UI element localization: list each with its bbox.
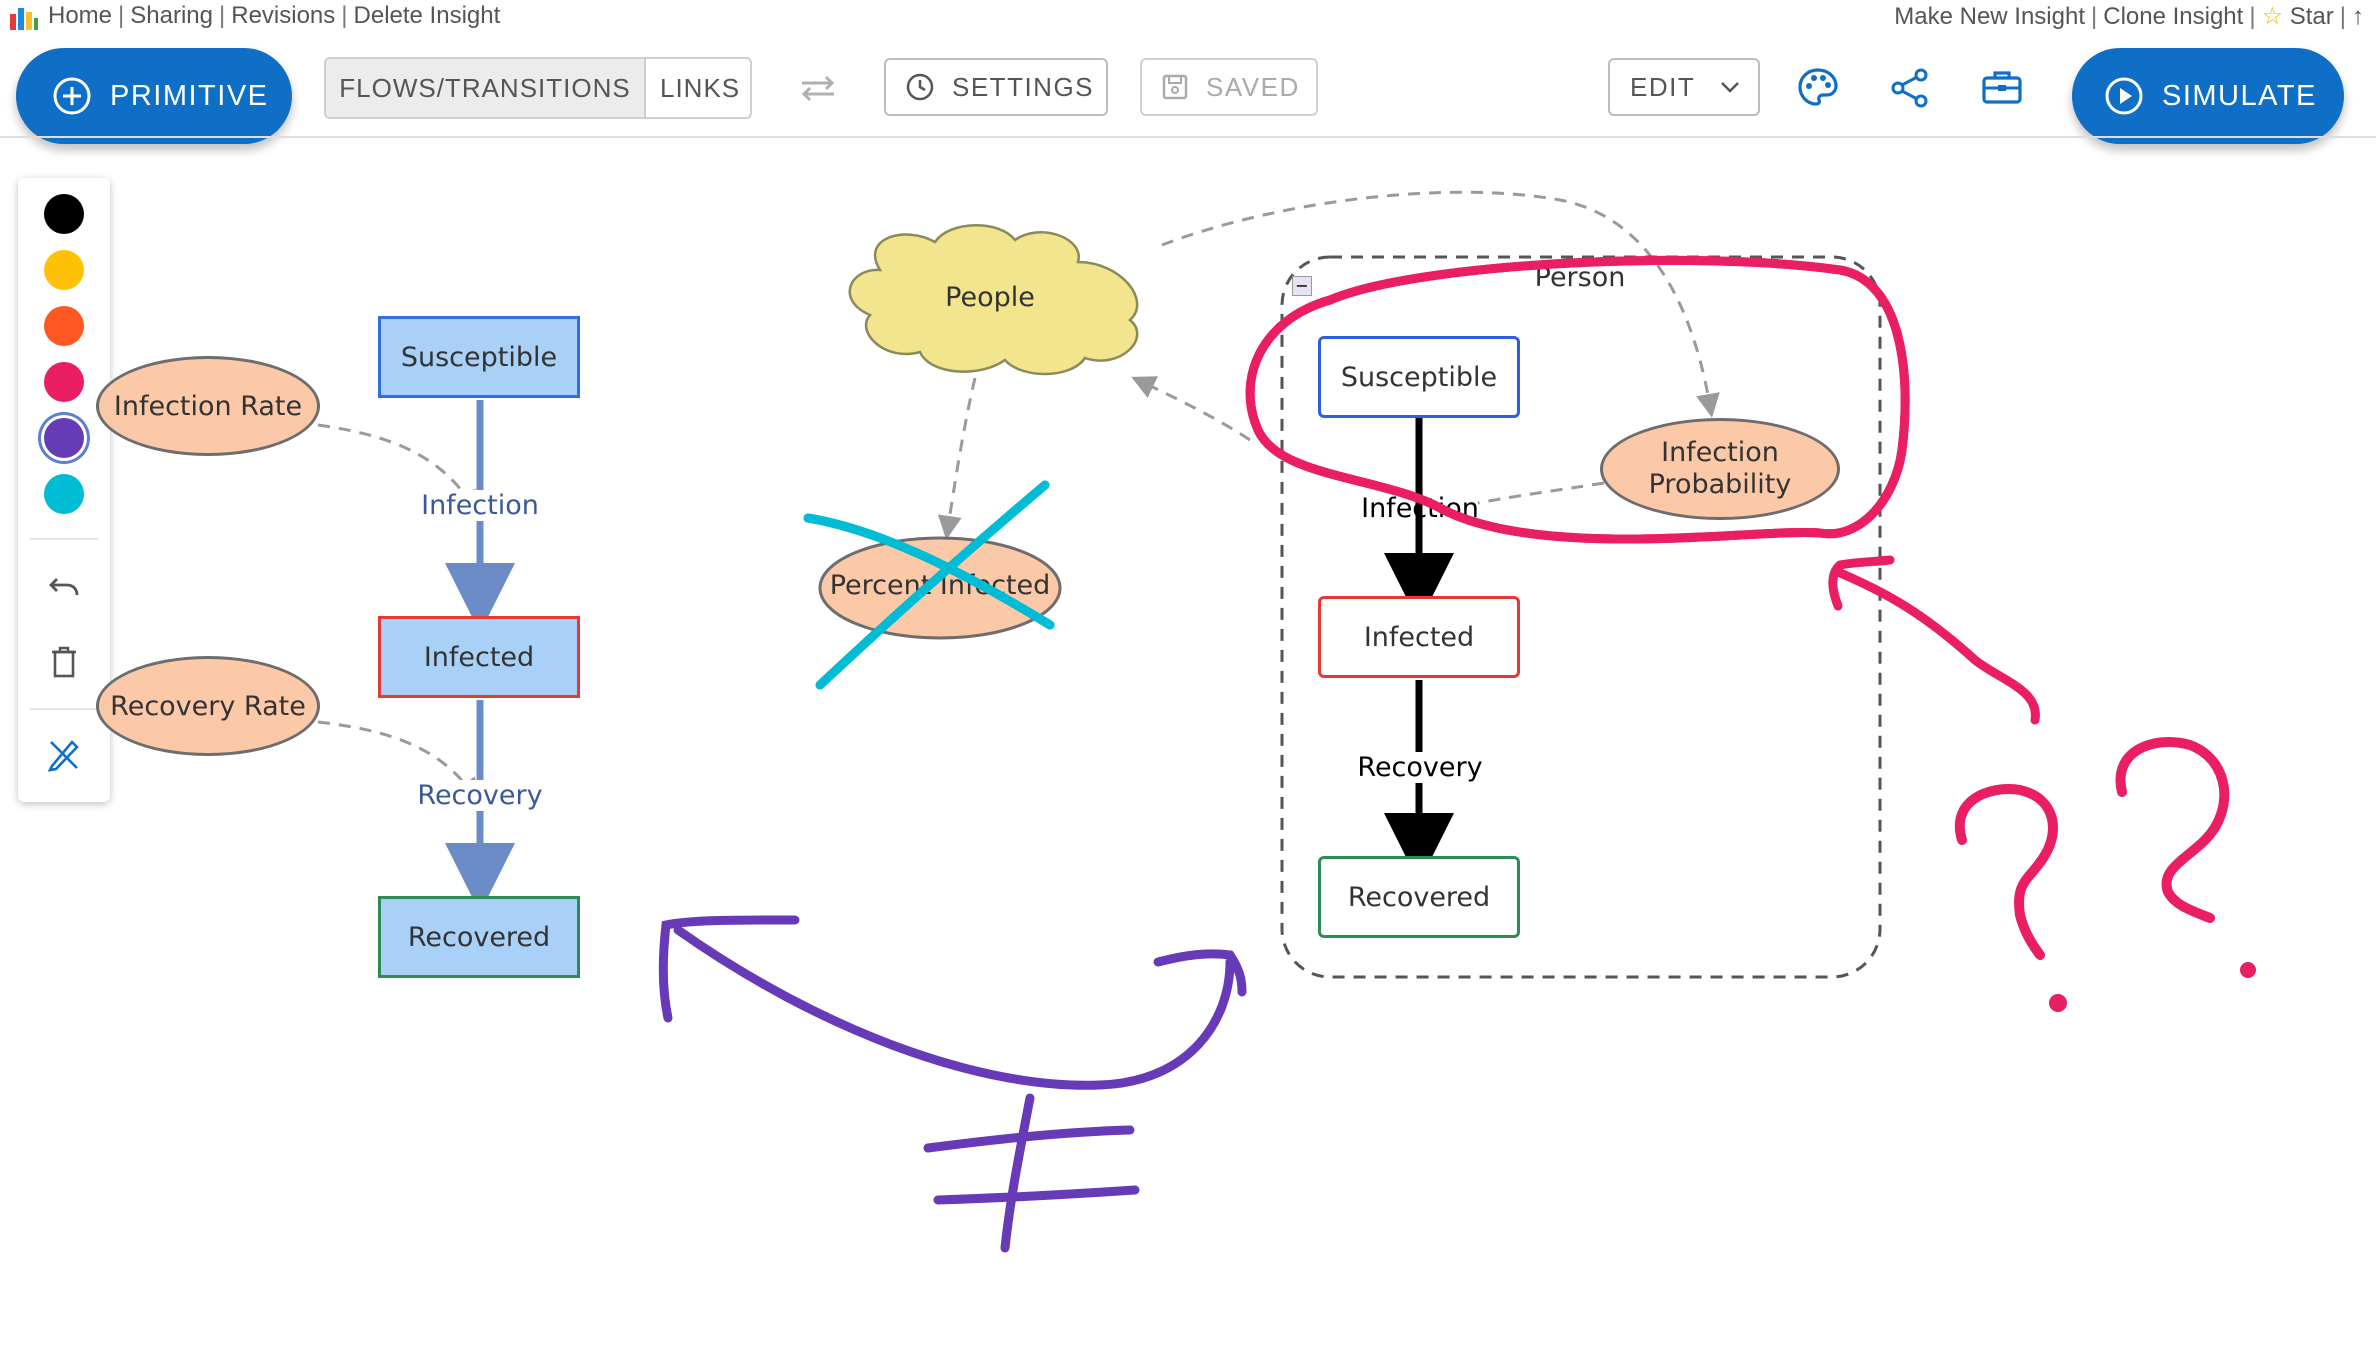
- clock-icon: [904, 71, 936, 103]
- link-people-to-percent: [937, 377, 977, 540]
- header-actions: Make New Insight|Clone Insight|☆ Star|↑: [1894, 3, 2364, 30]
- toolbar-divider: [0, 136, 2376, 138]
- stock-infected[interactable]: Infected: [378, 616, 580, 698]
- links-tab[interactable]: LINKS: [644, 59, 750, 117]
- stock-label: Susceptible: [400, 341, 558, 373]
- undo-icon[interactable]: [44, 566, 84, 606]
- play-circle-icon: [2104, 76, 2144, 116]
- edit-label: EDIT: [1630, 71, 1696, 102]
- variable-label-line2: Probability: [1648, 469, 1792, 500]
- settings-label: SETTINGS: [952, 71, 1095, 102]
- settings-button[interactable]: SETTINGS: [884, 58, 1108, 116]
- connection-type-toggle: FLOWS/TRANSITIONS LINKS: [324, 57, 752, 119]
- make-new-insight-link[interactable]: Make New Insight: [1894, 3, 2085, 30]
- state-recovered[interactable]: Recovered: [1318, 856, 1520, 938]
- agent-folder-title[interactable]: Person: [1534, 262, 1626, 293]
- simulate-button[interactable]: SIMULATE: [2072, 48, 2344, 144]
- state-susceptible[interactable]: Susceptible: [1318, 336, 1520, 418]
- variable-label-line1: Infection: [1661, 437, 1779, 468]
- saved-label: SAVED: [1206, 71, 1300, 102]
- state-label: Recovered: [1347, 881, 1491, 913]
- color-swatch-amber[interactable]: [44, 250, 84, 290]
- star-icon[interactable]: ☆: [2261, 3, 2284, 30]
- simulate-label: SIMULATE: [2162, 79, 2317, 112]
- ink-question-mark: [1954, 784, 2058, 960]
- ink-question-dot: [2049, 994, 2067, 1012]
- app-logo-icon: [8, 6, 40, 32]
- flows-transitions-tab[interactable]: FLOWS/TRANSITIONS: [326, 59, 644, 117]
- revisions-link[interactable]: Revisions: [231, 2, 336, 29]
- state-infected[interactable]: Infected: [1318, 596, 1520, 678]
- saved-button[interactable]: SAVED: [1140, 58, 1318, 116]
- link-agent-to-people: [1131, 376, 1251, 442]
- state-label: Susceptible: [1340, 361, 1498, 393]
- stock-label: Recovered: [407, 921, 551, 953]
- clone-insight-link[interactable]: Clone Insight: [2103, 3, 2244, 30]
- color-swatch-black[interactable]: [44, 194, 84, 234]
- percent-infected-label[interactable]: Percent Infected: [829, 570, 1051, 601]
- draw-pen-icon[interactable]: [44, 734, 84, 774]
- trash-icon[interactable]: [44, 642, 84, 682]
- ink-pink-arrowhead: [1828, 555, 1895, 611]
- folder-collapse-button[interactable]: −: [1292, 276, 1312, 296]
- ink-question-dot: [2240, 962, 2256, 978]
- primitive-label: PRIMITIVE: [110, 79, 269, 112]
- variable-label: Infection Rate: [113, 390, 303, 422]
- star-link[interactable]: Star: [2289, 3, 2334, 30]
- variable-infection-rate[interactable]: Infection Rate: [96, 356, 320, 456]
- ink-question-mark: [2115, 737, 2230, 923]
- ink-pink-arrow: [1833, 567, 2040, 725]
- sharing-link[interactable]: Sharing: [130, 2, 213, 29]
- color-swatch-orange[interactable]: [44, 306, 84, 346]
- transition-recovery-label[interactable]: Recovery: [1340, 752, 1500, 783]
- flow-recovery-label[interactable]: Recovery: [400, 780, 560, 811]
- header-nav: Home|Sharing|Revisions|Delete Insight: [48, 2, 501, 29]
- palette-icon[interactable]: [1792, 62, 1844, 114]
- collapse-label: −: [1295, 276, 1309, 295]
- people-label[interactable]: People: [945, 282, 1035, 313]
- palette-divider: [30, 538, 98, 540]
- drawing-palette: [18, 178, 110, 802]
- share-icon[interactable]: [1884, 62, 1936, 114]
- variable-label: Recovery Rate: [110, 690, 306, 722]
- color-swatch-pink[interactable]: [44, 362, 84, 402]
- color-swatch-purple[interactable]: [44, 418, 84, 458]
- plus-circle-icon: [52, 76, 92, 116]
- flow-infection-label[interactable]: Infection: [400, 490, 560, 521]
- ink-not-equal-line: [923, 1125, 1135, 1153]
- variable-recovery-rate[interactable]: Recovery Rate: [96, 656, 320, 756]
- state-label: Infected: [1363, 621, 1475, 653]
- home-link[interactable]: Home: [48, 2, 113, 29]
- stock-recovered[interactable]: Recovered: [378, 896, 580, 978]
- stock-susceptible[interactable]: Susceptible: [378, 316, 580, 398]
- ink-not-equal-line: [933, 1185, 1140, 1205]
- edit-dropdown[interactable]: EDIT: [1608, 58, 1760, 116]
- variable-infection-probability[interactable]: Infection Probability: [1600, 418, 1840, 520]
- save-disk-icon: [1160, 72, 1190, 102]
- swap-arrows-icon[interactable]: [792, 62, 844, 114]
- primitive-button[interactable]: PRIMITIVE: [16, 48, 292, 144]
- palette-divider: [30, 708, 98, 710]
- toolbox-icon[interactable]: [1976, 62, 2028, 114]
- delete-insight-link[interactable]: Delete Insight: [353, 2, 501, 29]
- chevron-down-icon: [1719, 80, 1741, 94]
- ink-not-equal-slash: [1000, 1093, 1035, 1253]
- ink-purple-curve: [673, 925, 1235, 1090]
- transition-infection-label[interactable]: Infection: [1361, 493, 1479, 524]
- color-swatch-cyan[interactable]: [44, 474, 84, 514]
- up-arrow-link[interactable]: ↑: [2352, 3, 2364, 30]
- ink-purple-arrowhead: [1153, 949, 1247, 997]
- ink-purple-arrowhead: [658, 915, 800, 1023]
- stock-label: Infected: [423, 641, 535, 673]
